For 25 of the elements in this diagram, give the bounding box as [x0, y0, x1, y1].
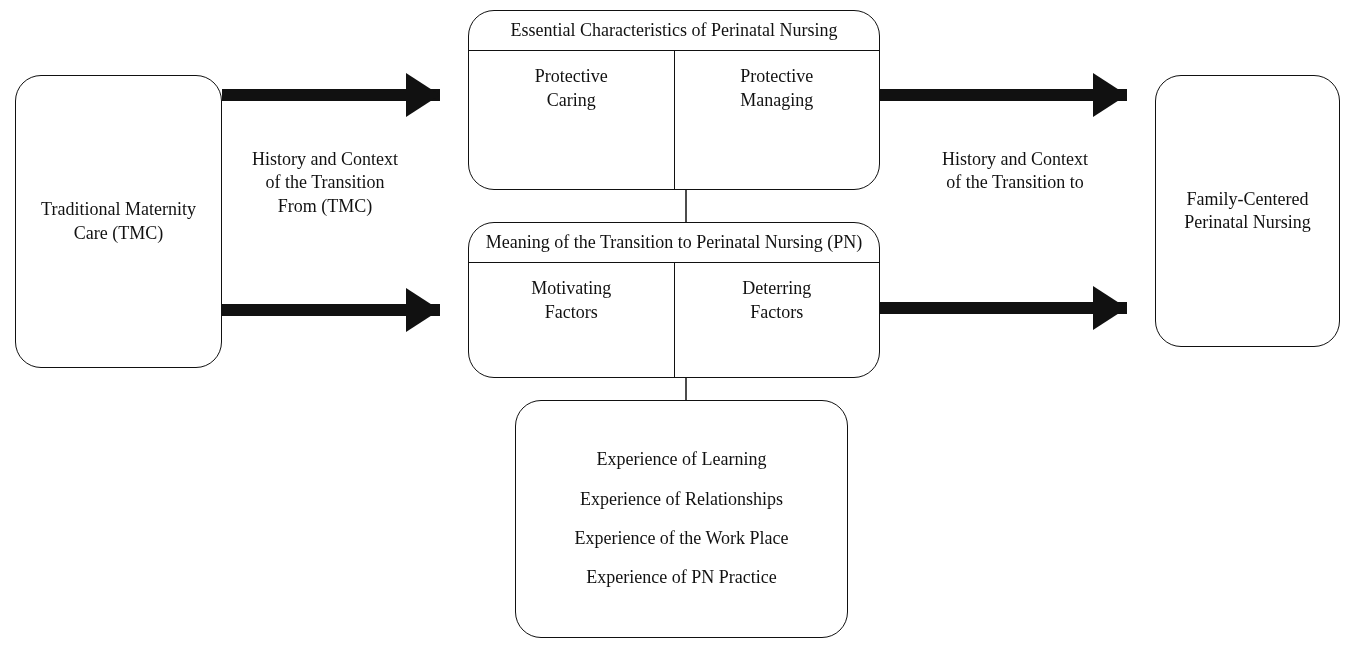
list-item: Experience of Relationships — [579, 487, 784, 511]
category-cell: Motivating Factors — [469, 263, 675, 377]
category-cell: Protective Caring — [469, 51, 675, 189]
box-text: Essential Characteristics of Perinatal Nursing — [469, 11, 879, 52]
box-text: Traditional Maternity Care (TMC) — [40, 198, 197, 245]
box-text: Family-Centered Perinatal Nursing — [1183, 187, 1312, 234]
list-item: Experience of PN Practice — [585, 566, 778, 590]
process-box — [515, 400, 848, 638]
connector-line — [685, 189, 687, 223]
transition-label: History and Context of the Transition to — [941, 148, 1089, 195]
arrow — [222, 73, 440, 117]
list-item: Experience of the Work Place — [573, 527, 790, 550]
category-cell: Protective Managing — [674, 51, 879, 189]
transition-label: History and Context of the Transition From (TMC) — [251, 148, 399, 218]
connector-line — [685, 377, 687, 401]
arrow — [222, 288, 440, 332]
box-text: Meaning of the Transition to Perinatal Nursing (PN) — [469, 223, 879, 264]
process-box — [468, 222, 880, 378]
process-box — [1155, 75, 1340, 347]
arrow — [880, 286, 1127, 330]
arrow — [880, 73, 1127, 117]
category-cell: Deterring Factors — [674, 263, 879, 377]
list-item: Experience of Learning — [595, 448, 768, 472]
process-box — [15, 75, 222, 368]
process-box — [468, 10, 880, 190]
